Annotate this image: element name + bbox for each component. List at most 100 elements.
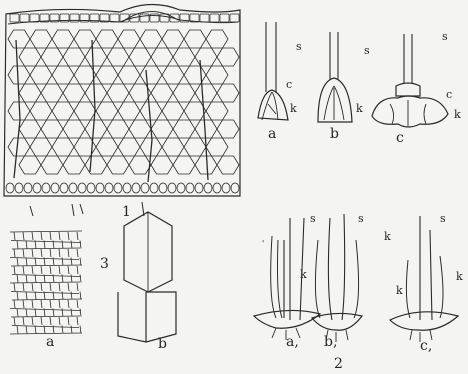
mesophyll-cell bbox=[118, 30, 140, 48]
cell-wall-col bbox=[32, 266, 33, 274]
mesophyll-cell bbox=[8, 66, 30, 84]
cell-wall-col bbox=[14, 317, 15, 325]
cell-wall-col bbox=[26, 258, 27, 266]
mesophyll-cell bbox=[206, 66, 228, 84]
panel-c-s-label: s bbox=[442, 30, 448, 43]
cell-wall-col bbox=[35, 258, 36, 266]
panel-b-k-label: k bbox=[356, 102, 363, 115]
mesophyll-cell bbox=[217, 120, 239, 138]
epidermis-cell bbox=[230, 14, 239, 22]
cell-wall-row bbox=[11, 241, 81, 243]
cell-wall-col bbox=[35, 241, 36, 249]
mesophyll-cell bbox=[195, 156, 217, 174]
lower-epidermis-cell bbox=[60, 183, 68, 193]
mesophyll-cell bbox=[41, 156, 63, 174]
cell-wall-col bbox=[26, 292, 27, 300]
lower-epidermis-cell bbox=[159, 183, 167, 193]
figure-2-bottom-panel-b1: s k b, bbox=[312, 212, 391, 350]
lower-epidermis-cells bbox=[6, 183, 239, 193]
mesophyll-cell bbox=[206, 30, 228, 48]
cell-wall-col bbox=[68, 300, 69, 308]
lower-epidermis-cell bbox=[51, 183, 59, 193]
lower-epidermis-cell bbox=[105, 183, 113, 193]
cell-wall-col bbox=[17, 292, 18, 300]
cell-wall-col bbox=[68, 249, 69, 257]
panel-b-s-label: s bbox=[364, 44, 370, 57]
mesophyll-cell bbox=[85, 48, 107, 66]
cell-wall-col bbox=[77, 283, 78, 291]
lower-epidermis-cell bbox=[87, 183, 95, 193]
cell-wall-row bbox=[10, 231, 82, 232]
cell-wall-col bbox=[23, 232, 24, 240]
mesophyll-cell bbox=[63, 156, 85, 174]
cell-wall-col bbox=[32, 300, 33, 308]
mesophyll-cell bbox=[107, 48, 129, 66]
cell-wall-row bbox=[11, 292, 79, 294]
mesophyll-cells bbox=[8, 30, 239, 174]
mesophyll-cell bbox=[30, 102, 52, 120]
figure-2-number: 2 bbox=[334, 356, 343, 372]
panel-c1-letter: c, bbox=[420, 338, 432, 354]
mesophyll-cell bbox=[96, 138, 118, 156]
cell-wall-col bbox=[50, 249, 51, 257]
cell-wall-row bbox=[12, 248, 80, 249]
panel-c-c-label: c bbox=[446, 88, 452, 101]
mesophyll-cell bbox=[217, 48, 239, 66]
lower-epidermis-cell bbox=[177, 183, 185, 193]
panel-a-s-label: s bbox=[296, 40, 302, 53]
cell-wall-col bbox=[50, 266, 51, 274]
panel-b1-s-label: s bbox=[358, 212, 364, 225]
mesophyll-cell bbox=[63, 120, 85, 138]
panel-c-letter: c bbox=[396, 130, 404, 146]
panel-b1-k-label: k bbox=[384, 230, 391, 243]
mesophyll-cell bbox=[162, 138, 184, 156]
lower-epidermis-cell bbox=[24, 183, 32, 193]
cell-wall-col bbox=[77, 249, 78, 257]
mesophyll-cell bbox=[162, 66, 184, 84]
mesophyll-cell bbox=[19, 48, 41, 66]
lower-epidermis-cell bbox=[231, 183, 239, 193]
mesophyll-cell bbox=[30, 30, 52, 48]
mesophyll-cell bbox=[151, 84, 173, 102]
epidermis-cell bbox=[160, 14, 169, 22]
cell-wall-col bbox=[59, 300, 60, 308]
lower-epidermis-cell bbox=[123, 183, 131, 193]
epidermis-cell bbox=[200, 14, 209, 22]
figure-2-bottom-panel-a1: s k a, bbox=[254, 212, 320, 350]
cell-wall-col bbox=[35, 275, 36, 283]
figure-3b-cells bbox=[118, 212, 176, 342]
cell-wall-col bbox=[35, 326, 36, 334]
mesophyll-cell bbox=[140, 66, 162, 84]
mesophyll-cell bbox=[184, 138, 206, 156]
cell-wall-col bbox=[50, 300, 51, 308]
mesophyll-cell bbox=[129, 48, 151, 66]
epidermis-cell bbox=[110, 14, 119, 22]
figure-3b-letter: b bbox=[158, 336, 167, 352]
cell-wall-col bbox=[41, 266, 42, 274]
lower-epidermis-cell bbox=[213, 183, 221, 193]
mesophyll-cell bbox=[151, 120, 173, 138]
cell-wall-col bbox=[77, 232, 78, 240]
figure-1-number: 1 bbox=[122, 204, 131, 220]
figure-1-leaf-section: 1 bbox=[4, 4, 240, 220]
mesophyll-cell bbox=[96, 102, 118, 120]
cell-wall-col bbox=[71, 292, 72, 300]
cell-wall-col bbox=[23, 300, 24, 308]
cell-wall-col bbox=[14, 232, 15, 240]
cell-wall-col bbox=[59, 249, 60, 257]
mesophyll-cell bbox=[85, 84, 107, 102]
lower-epidermis-cell bbox=[78, 183, 86, 193]
cell-wall-col bbox=[23, 266, 24, 274]
cell-wall-row bbox=[11, 265, 82, 266]
figure-2-top-panel-c: s c k c bbox=[372, 30, 461, 146]
mesophyll-cell bbox=[173, 156, 195, 174]
mesophyll-cell bbox=[151, 156, 173, 174]
mesophyll-cell bbox=[217, 84, 239, 102]
cell-wall-col bbox=[14, 283, 15, 291]
lower-epidermis-cell bbox=[6, 183, 14, 193]
cell-wall-col bbox=[77, 317, 78, 325]
mesophyll-cell bbox=[118, 138, 140, 156]
lower-epidermis-cell bbox=[15, 183, 23, 193]
cell-wall-col bbox=[59, 317, 60, 325]
mesophyll-cell bbox=[195, 48, 217, 66]
